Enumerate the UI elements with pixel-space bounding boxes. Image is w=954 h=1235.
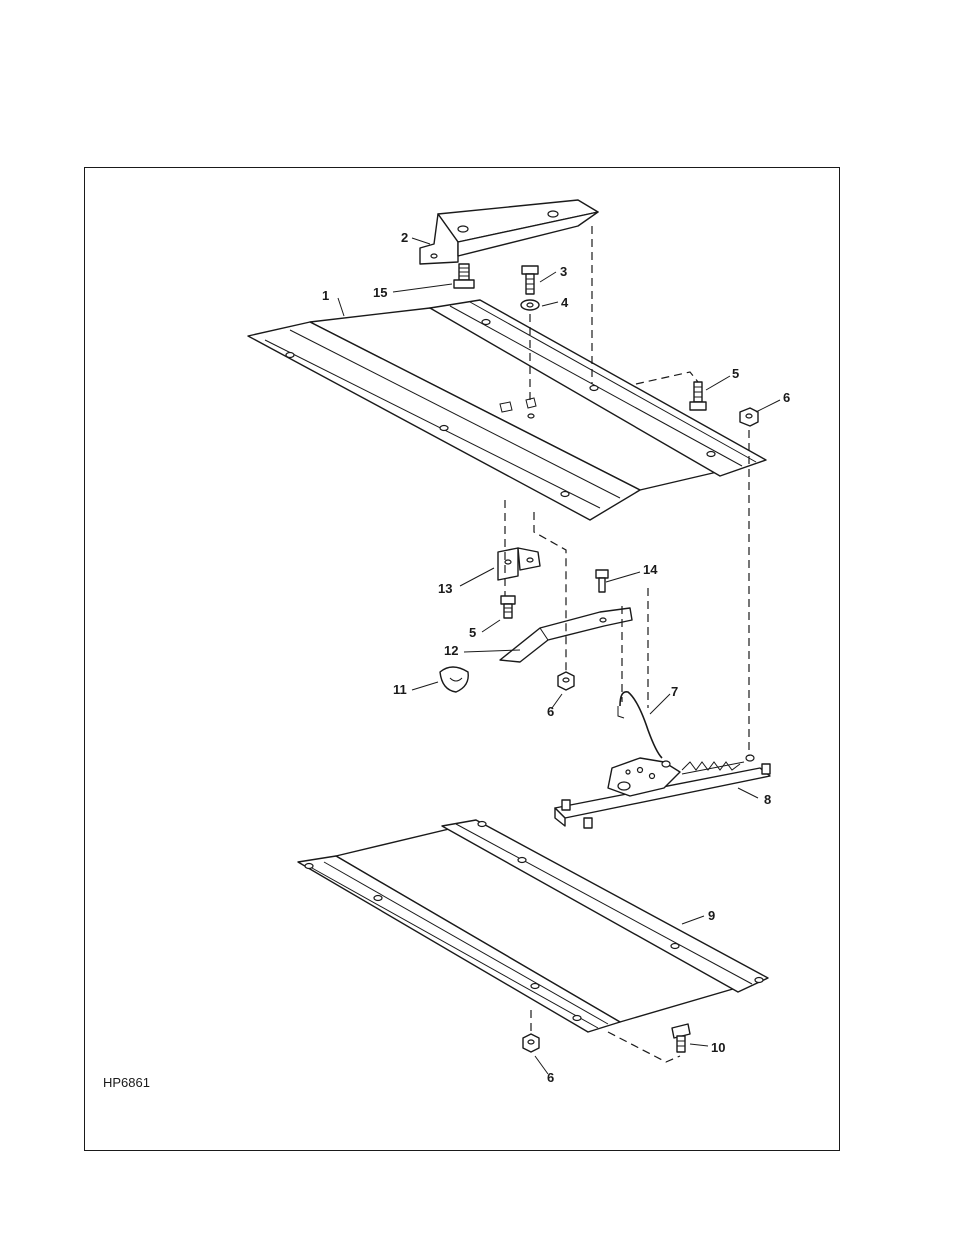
callout-6-middle: 6 [547,704,554,719]
bolt-10 [672,1024,690,1052]
callout-2: 2 [401,230,408,245]
callout-5-lower: 5 [469,625,476,640]
washer-4 [521,300,539,310]
bolt-14 [596,570,608,592]
nut-6-upper [740,408,758,426]
callout-10: 10 [711,1040,725,1055]
callout-6-lower: 6 [547,1070,554,1085]
callout-1: 1 [322,288,329,303]
bolt-5-lower [501,596,515,618]
handle-knob-11 [440,667,468,692]
callout-7: 7 [671,684,678,699]
spring-rod-7 [618,692,662,758]
callout-11: 11 [393,682,407,697]
mounting-bracket [420,200,598,264]
callout-3: 3 [560,264,567,279]
bolt-5-upper [690,382,706,410]
figure-id: HP6861 [103,1075,150,1090]
lower-slide-rail-panel [298,820,768,1032]
latch-rail-assembly-8 [555,755,770,828]
callout-14: 14 [643,562,658,577]
callout-6-upper: 6 [783,390,790,405]
callout-4: 4 [561,295,569,310]
bolt-3 [522,266,538,294]
callout-8: 8 [764,792,771,807]
nut-6-middle [558,672,574,690]
callout-5-upper: 5 [732,366,739,381]
callout-9: 9 [708,908,715,923]
callout-15: 15 [373,285,387,300]
nut-6-lower [523,1034,539,1052]
upper-slide-rail-panel [248,300,766,520]
callout-13: 13 [438,581,452,596]
callout-12: 12 [444,643,458,658]
clip-bracket-13 [498,548,540,580]
bolt-15 [454,264,474,288]
